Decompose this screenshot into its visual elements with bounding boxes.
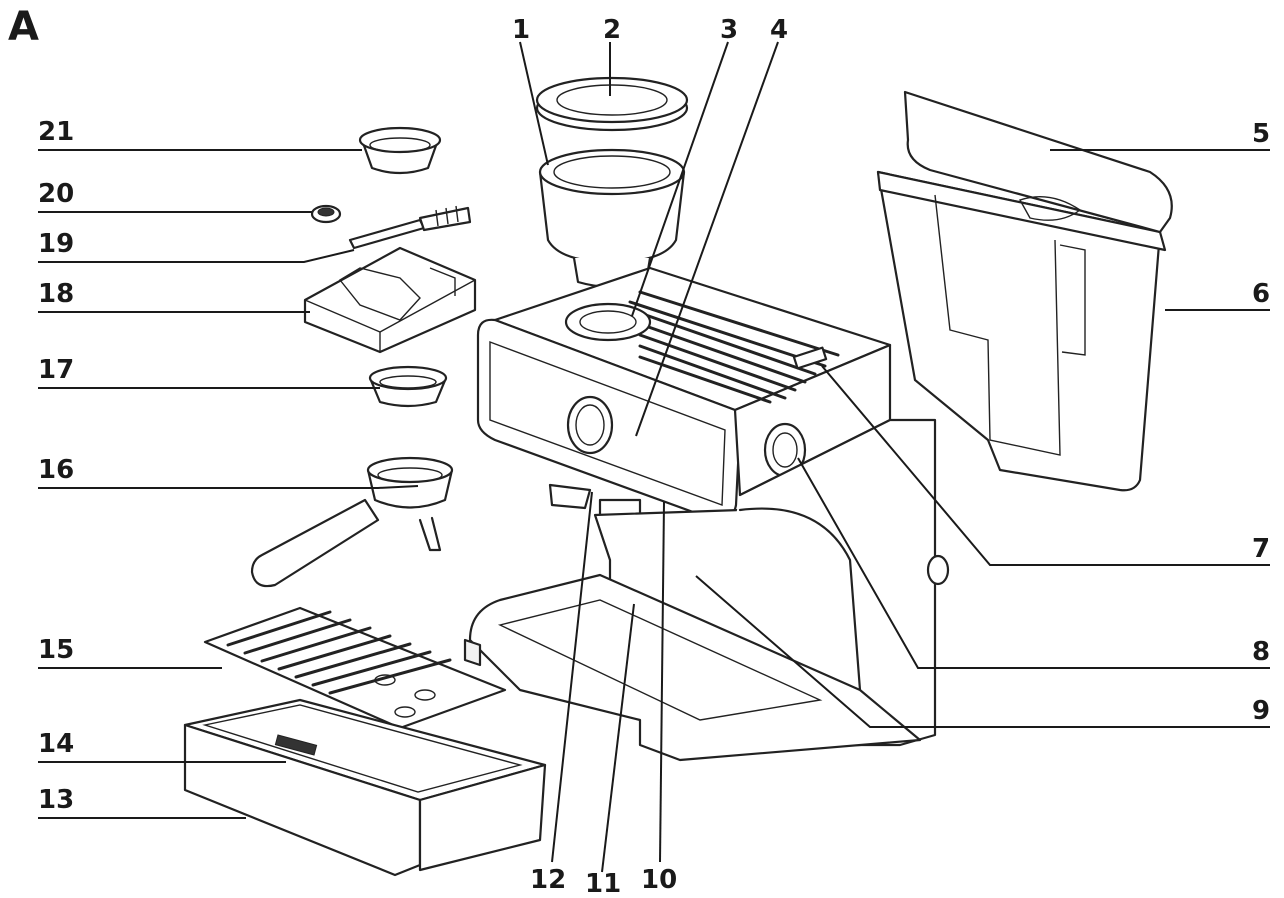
- callout-18: 18: [38, 279, 74, 309]
- callout-20: 20: [38, 179, 74, 209]
- callout-10: 10: [641, 865, 677, 895]
- callout-4: 4: [770, 15, 788, 45]
- callout-1: 1: [512, 15, 530, 45]
- part-hopper-lid: [535, 76, 689, 132]
- callout-14: 14: [38, 729, 74, 759]
- part-water-tank: [876, 90, 1173, 492]
- leader-7: [821, 365, 1270, 566]
- figure-label: A: [8, 4, 39, 50]
- callout-19: 19: [38, 229, 74, 259]
- callout-15: 15: [38, 635, 74, 665]
- leader-4: [635, 41, 779, 437]
- part-portafilter: [250, 456, 454, 588]
- part-filter-basket-21: [358, 126, 442, 175]
- leader-8: [797, 457, 1270, 669]
- callout-labels: 1 2 3 4 5 6 7 8 9 10 11 12 13 14 15 16 1…: [38, 15, 1270, 898]
- callout-11: 11: [585, 869, 621, 898]
- callout-12: 12: [530, 865, 566, 895]
- callout-7: 7: [1252, 534, 1270, 564]
- leader-12: [551, 491, 593, 863]
- callout-6: 6: [1252, 279, 1270, 309]
- callout-16: 16: [38, 455, 74, 485]
- leader-19: [38, 249, 355, 263]
- callout-13: 13: [38, 785, 74, 815]
- callout-3: 3: [720, 15, 738, 45]
- callout-21: 21: [38, 117, 74, 147]
- part-bean-hopper: [538, 148, 686, 289]
- callout-5: 5: [1252, 119, 1270, 149]
- part-machine-body: [463, 266, 950, 762]
- leader-10: [659, 501, 665, 863]
- leader-3: [631, 41, 729, 317]
- part-cleaning-brush: [348, 205, 472, 250]
- part-drip-grid: [203, 606, 507, 730]
- callout-8: 8: [1252, 637, 1270, 667]
- callout-17: 17: [38, 355, 74, 385]
- part-filter-basket-17: [368, 365, 448, 408]
- leader-16: [38, 485, 419, 489]
- callout-2: 2: [603, 15, 621, 45]
- part-drip-tray: [183, 698, 547, 877]
- leader-11: [601, 603, 635, 873]
- leader-9: [695, 575, 1270, 728]
- leader-1: [519, 41, 549, 166]
- leader-lines: [38, 41, 1270, 873]
- callout-9: 9: [1252, 696, 1270, 726]
- part-cleaning-disc: [310, 204, 342, 224]
- part-accessory-tray: [303, 246, 477, 354]
